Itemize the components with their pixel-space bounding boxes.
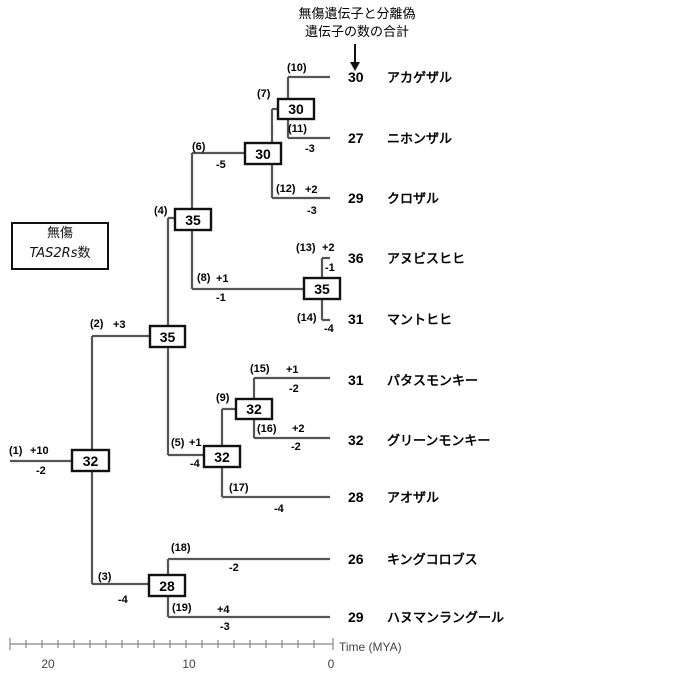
leaf-count: 30 xyxy=(348,69,364,85)
branch-label-19: (19) xyxy=(172,602,192,614)
node-n5: 32 xyxy=(202,444,242,469)
node-count: 35 xyxy=(185,212,201,228)
branch-loss-3: -4 xyxy=(118,594,129,606)
leaf-species: マントヒヒ xyxy=(387,313,452,328)
branch-label-16: (16) xyxy=(257,423,277,435)
leaf-species: アオザル xyxy=(387,491,439,506)
legend-line-1: 無傷 xyxy=(46,226,73,241)
axis-tick-0: 0 xyxy=(328,657,335,671)
node-n6: 30 xyxy=(243,141,283,166)
branch-gain-2: +3 xyxy=(113,319,126,331)
node-count: 30 xyxy=(288,101,304,117)
branch-label-9: (9) xyxy=(216,392,230,404)
legend-suffix: 数 xyxy=(77,246,91,261)
node-count: 35 xyxy=(160,329,176,345)
leaf-count: 36 xyxy=(348,250,364,266)
leaf-species: ハヌマンラングール xyxy=(387,610,504,626)
branch-loss-14: -4 xyxy=(324,323,335,335)
branch-label-3: (3) xyxy=(98,571,112,583)
branch-loss-8: -1 xyxy=(216,292,226,304)
branch-loss-12: -3 xyxy=(307,205,317,217)
leaf-count: 29 xyxy=(348,190,364,206)
branch-label-7: (7) xyxy=(257,88,271,100)
time-axis: 20 10 0 Time (MYA) xyxy=(9,638,402,671)
leaf-count: 32 xyxy=(348,432,364,448)
node-count: 28 xyxy=(159,578,175,594)
branch-label-2: (2) xyxy=(90,318,104,330)
branch-gain-12: +2 xyxy=(305,184,318,196)
branch-gain-5: +1 xyxy=(189,437,202,449)
branch-label-15: (15) xyxy=(250,363,270,375)
leaf-count: 28 xyxy=(348,489,364,505)
legend-line-2: TAS2Rs数 xyxy=(13,244,107,264)
node-count: 32 xyxy=(214,449,230,465)
legend-box: 無傷 TAS2Rs数 xyxy=(11,222,109,270)
branch-gain-13: +2 xyxy=(322,242,335,254)
branch-label-10: (10) xyxy=(287,62,307,74)
branch-loss-11: -3 xyxy=(305,143,315,155)
header-line-2: 遺伝子の数の合計 xyxy=(305,24,409,40)
branch-gain-15: +1 xyxy=(286,364,299,376)
branch-label-1: (1) xyxy=(9,445,23,457)
branch-label-5: (5) xyxy=(171,437,185,449)
leaf-count: 31 xyxy=(348,311,364,327)
leaf-species: アカゲザル xyxy=(387,70,452,86)
axis-tick-20: 20 xyxy=(41,657,55,671)
leaf-species: パタスモンキー xyxy=(387,374,478,389)
branch-labels: (1) +10 -2 (2) +3 (3) -4 (4) (5) +1 -4 (… xyxy=(9,62,335,633)
branch-gain-16: +2 xyxy=(292,423,305,435)
down-arrow-icon xyxy=(350,44,360,71)
leaf-species: ニホンザル xyxy=(387,132,452,147)
branch-loss-18: -2 xyxy=(229,562,239,574)
branch-loss-15: -2 xyxy=(289,383,299,395)
leaf-count: 29 xyxy=(348,609,364,625)
node-count: 30 xyxy=(255,146,271,162)
branch-label-4: (4) xyxy=(154,205,168,217)
branch-loss-1: -2 xyxy=(36,465,46,477)
leaf-count: 27 xyxy=(348,130,364,146)
branch-loss-19: -3 xyxy=(220,621,230,633)
node-n7: 30 xyxy=(276,97,316,121)
node-count: 32 xyxy=(83,453,99,469)
branch-label-11: (11) xyxy=(288,123,307,135)
node-root: 32 xyxy=(70,448,111,473)
header-line-1: 無傷遺伝子と分離偽 xyxy=(298,7,415,22)
branch-loss-17: -4 xyxy=(274,503,285,515)
node-n2: 35 xyxy=(148,324,187,349)
branch-gain-1: +10 xyxy=(30,445,49,457)
branch-loss-13: -1 xyxy=(325,262,335,274)
leaf-species: グリーンモンキー xyxy=(387,433,490,449)
leaf-count: 31 xyxy=(348,372,364,388)
leaf-list: 30 アカゲザル 27 ニホンザル 29 クロザル 36 アヌビスヒヒ 31 マ… xyxy=(348,69,504,626)
node-n9: 32 xyxy=(234,397,274,421)
branch-label-6: (6) xyxy=(192,141,206,153)
branch-label-12: (12) xyxy=(276,183,296,195)
branch-label-17: (17) xyxy=(229,482,249,494)
branch-loss-16: -2 xyxy=(291,441,301,453)
branch-loss-6: -5 xyxy=(216,159,226,171)
axis-tick-10: 10 xyxy=(182,657,196,671)
node-count: 32 xyxy=(246,401,262,417)
branch-label-14: (14) xyxy=(297,312,317,324)
branch-gain-19: +4 xyxy=(217,604,230,616)
node-count: 35 xyxy=(314,281,330,297)
leaf-species: アヌビスヒヒ xyxy=(387,251,465,267)
leaf-species: キングコロブス xyxy=(387,552,478,568)
node-n4: 35 xyxy=(173,207,213,232)
branch-label-18: (18) xyxy=(171,542,191,554)
branch-gain-8: +1 xyxy=(216,273,229,285)
branch-label-13: (13) xyxy=(296,242,316,254)
legend-italic: TAS2Rs xyxy=(29,246,78,261)
leaf-count: 26 xyxy=(348,551,364,567)
node-n3: 28 xyxy=(147,573,187,598)
node-n8: 35 xyxy=(302,276,342,301)
branch-loss-5: -4 xyxy=(190,458,201,470)
leaf-species: クロザル xyxy=(387,192,439,207)
axis-label: Time (MYA) xyxy=(339,640,402,654)
branch-label-8: (8) xyxy=(197,272,211,284)
